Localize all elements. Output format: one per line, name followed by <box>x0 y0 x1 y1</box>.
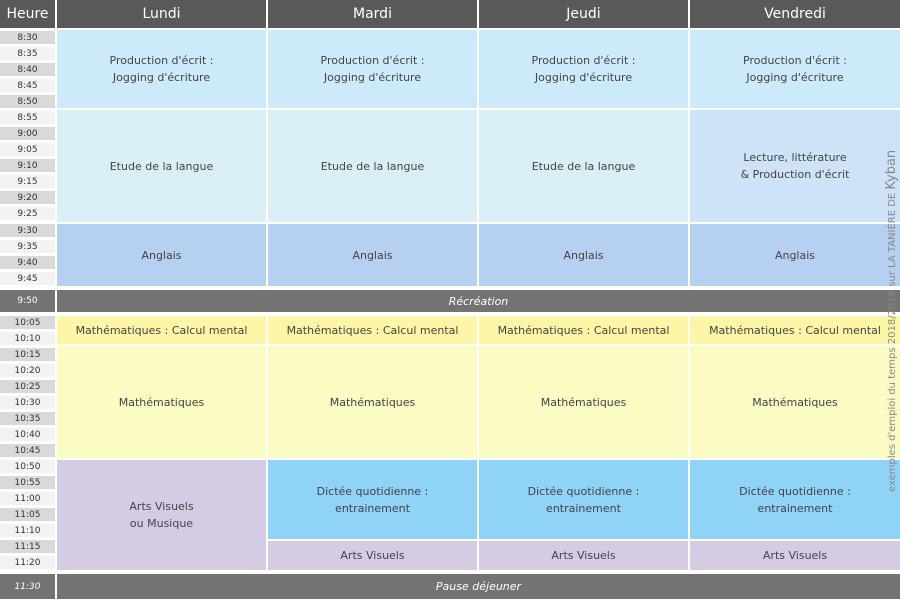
lundi-production: Production d'écrit : Jogging d'écriture <box>57 30 266 108</box>
lundi-arts-musique: Arts Visuels ou Musique <box>57 460 266 570</box>
jeudi-production: Production d'écrit : Jogging d'écriture <box>479 30 688 108</box>
lundi-calcul: Mathématiques : Calcul mental <box>57 316 266 344</box>
lunch-bar: Pause déjeuner <box>57 574 900 599</box>
time-slot: 11:10 <box>0 524 55 537</box>
time-slot: 9:45 <box>0 272 55 285</box>
mardi-maths: Mathématiques <box>268 346 477 458</box>
header-heure: Heure <box>0 0 55 28</box>
time-slot: 10:10 <box>0 332 55 345</box>
lundi-anglais: Anglais <box>57 224 266 286</box>
mardi-calcul: Mathématiques : Calcul mental <box>268 316 477 344</box>
mardi-anglais: Anglais <box>268 224 477 286</box>
time-slot: 10:35 <box>0 412 55 425</box>
jeudi-arts: Arts Visuels <box>479 541 688 570</box>
recreation-bar: Récréation <box>57 290 900 312</box>
time-slot: 8:55 <box>0 111 55 124</box>
vendredi-lecture: Lecture, littérature & Production d'écri… <box>690 110 900 222</box>
time-slot: 9:20 <box>0 191 55 204</box>
time-slot: 10:20 <box>0 364 55 377</box>
jeudi-calcul: Mathématiques : Calcul mental <box>479 316 688 344</box>
time-slot: 9:25 <box>0 207 55 220</box>
vendredi-maths: Mathématiques <box>690 346 900 458</box>
vendredi-dictee: Dictée quotidienne : entrainement <box>690 460 900 539</box>
mardi-production: Production d'écrit : Jogging d'écriture <box>268 30 477 108</box>
mardi-dictee: Dictée quotidienne : entrainement <box>268 460 477 539</box>
vendredi-anglais: Anglais <box>690 224 900 286</box>
jeudi-dictee: Dictée quotidienne : entrainement <box>479 460 688 539</box>
time-slot: 10:45 <box>0 444 55 457</box>
mardi-arts: Arts Visuels <box>268 541 477 570</box>
time-slot: 9:10 <box>0 159 55 172</box>
lundi-maths: Mathématiques <box>57 346 266 458</box>
time-slot: 9:30 <box>0 224 55 237</box>
time-slot: 9:40 <box>0 256 55 269</box>
recreation-time: 9:50 <box>0 290 55 312</box>
lunch-time: 11:30 <box>0 574 55 599</box>
time-slot: 9:15 <box>0 175 55 188</box>
time-slot: 8:40 <box>0 63 55 76</box>
header-lundi: Lundi <box>57 0 266 28</box>
lundi-langue: Etude de la langue <box>57 110 266 222</box>
time-slot: 10:05 <box>0 316 55 329</box>
time-slot: 8:30 <box>0 31 55 44</box>
time-slot: 9:00 <box>0 127 55 140</box>
jeudi-anglais: Anglais <box>479 224 688 286</box>
time-slot: 8:45 <box>0 79 55 92</box>
mardi-langue: Etude de la langue <box>268 110 477 222</box>
vendredi-arts: Arts Visuels <box>690 541 900 570</box>
time-slot: 11:15 <box>0 540 55 553</box>
watermark-brand: Kyban <box>884 149 899 190</box>
time-slot: 8:35 <box>0 47 55 60</box>
time-slot: 10:15 <box>0 348 55 361</box>
jeudi-langue: Etude de la langue <box>479 110 688 222</box>
header-mardi: Mardi <box>268 0 477 28</box>
time-slot: 11:20 <box>0 556 55 569</box>
time-slot: 9:05 <box>0 143 55 156</box>
time-slot: 10:25 <box>0 380 55 393</box>
jeudi-maths: Mathématiques <box>479 346 688 458</box>
header-jeudi: Jeudi <box>479 0 688 28</box>
watermark-text: exemples d'emploi du temps 2018/2019 sur… <box>887 189 898 492</box>
vendredi-production: Production d'écrit : Jogging d'écriture <box>690 30 900 108</box>
header-vendredi: Vendredi <box>690 0 900 28</box>
time-slot: 10:30 <box>0 396 55 409</box>
vendredi-calcul: Mathématiques : Calcul mental <box>690 316 900 344</box>
time-slot: 11:00 <box>0 492 55 505</box>
watermark: exemples d'emploi du temps 2018/2019 sur… <box>884 150 899 492</box>
time-slot: 10:40 <box>0 428 55 441</box>
time-slot: 10:55 <box>0 476 55 489</box>
time-slot: 8:50 <box>0 95 55 108</box>
time-slot: 11:05 <box>0 508 55 521</box>
time-slot: 10:50 <box>0 460 55 473</box>
time-slot: 9:35 <box>0 240 55 253</box>
